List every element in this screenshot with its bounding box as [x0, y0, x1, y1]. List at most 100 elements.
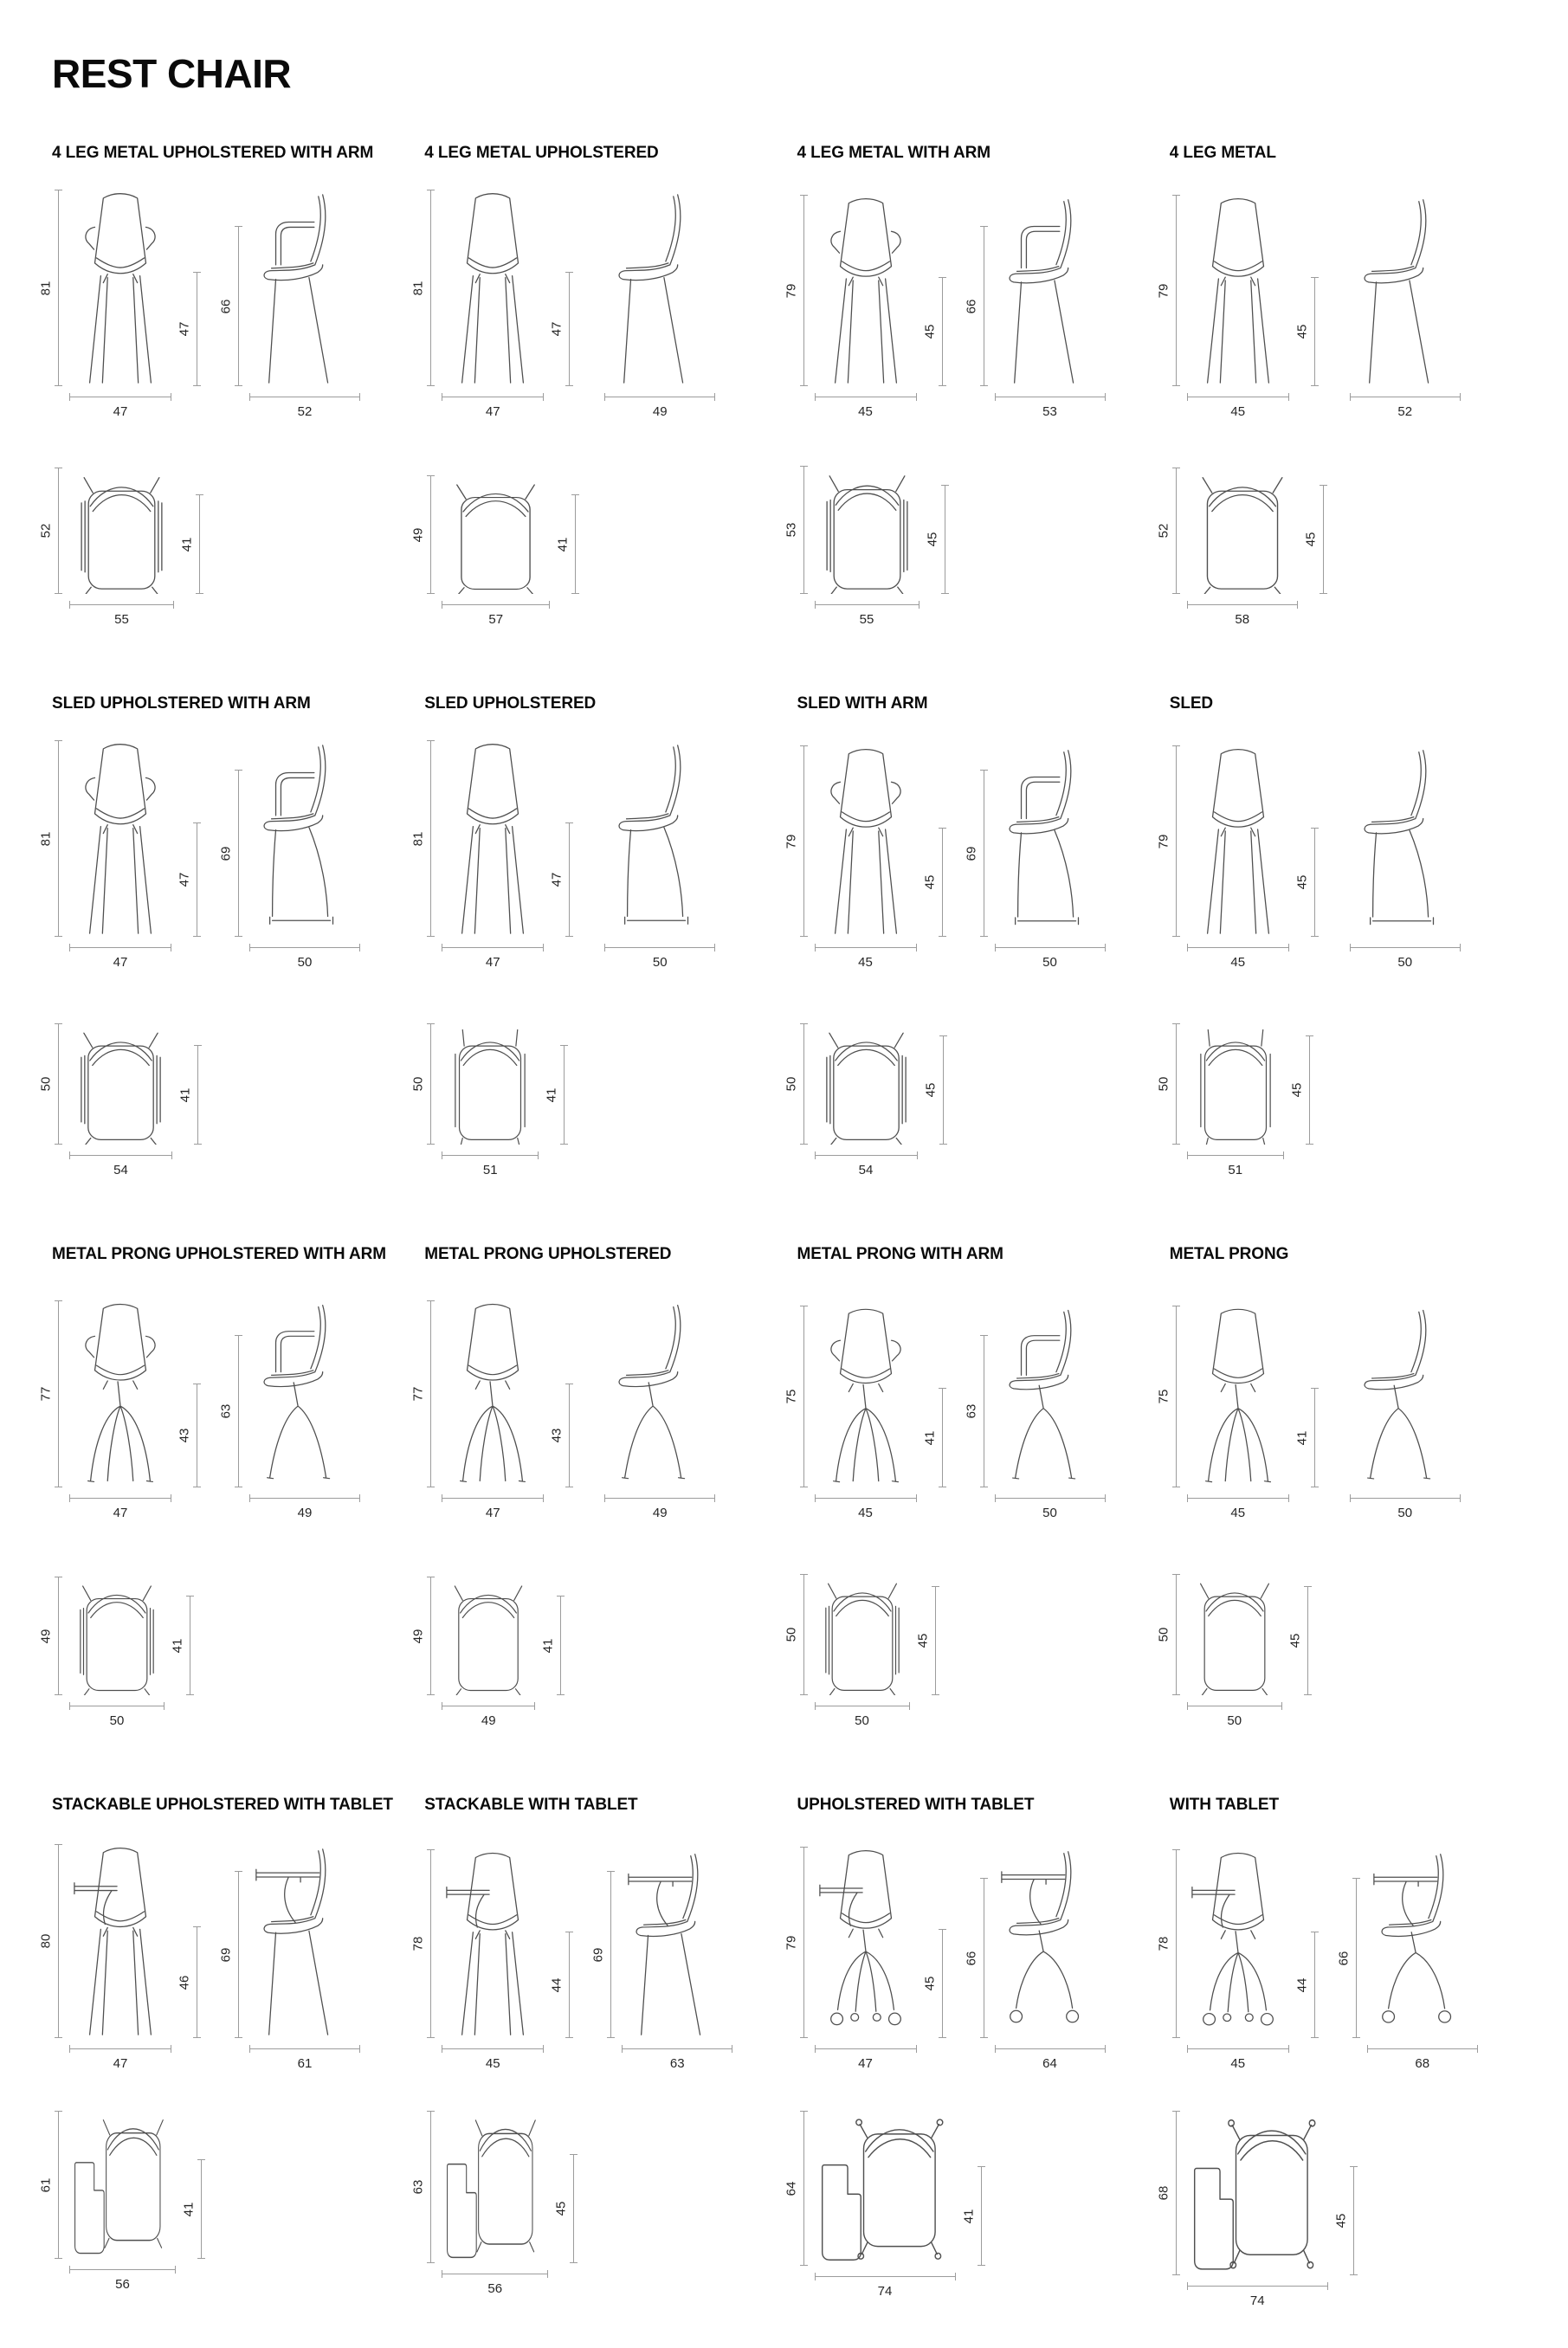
dim-top-width: 56: [442, 2270, 549, 2301]
dim-top-depth: 52: [39, 468, 64, 594]
dim-depth-value: 68: [1415, 2056, 1430, 2071]
side-view: 63 50: [964, 1306, 1106, 1526]
dim-seat-depth: 41: [182, 2159, 207, 2259]
front-art-column: 45: [814, 745, 917, 975]
dim-top-width: 74: [1186, 2282, 1328, 2313]
plan-view-row: 63 56 45: [411, 2111, 774, 2301]
side-view-drawing: [995, 1847, 1106, 2038]
front-view-drawing: [69, 1844, 171, 2038]
side-view: 63 49: [219, 1300, 360, 1526]
dim-overall-width: 45: [814, 393, 917, 424]
dim-depth-value: 52: [297, 404, 313, 419]
dim-overall-width: 47: [69, 944, 171, 975]
dim-seat-height: 47: [550, 822, 575, 937]
plan-view-row: 50 51 41: [411, 1010, 774, 1183]
dim-seat-height: 45: [1294, 828, 1320, 937]
dim-line: [938, 1388, 946, 1487]
dim-top-depth: 50: [411, 1023, 436, 1145]
top-view: 68 74 45: [1156, 2111, 1359, 2313]
dim-overall-height-value: 78: [1156, 1936, 1171, 1951]
front-art-column: 47: [442, 1300, 545, 1526]
dim-seat-depth: 45: [554, 2154, 579, 2263]
dim-line: [565, 822, 574, 937]
elevation-views: 75 45 41: [1156, 1287, 1520, 1526]
dim-line: [1171, 195, 1180, 386]
side-view-drawing: [249, 1300, 360, 1487]
dim-top-depth-value: 61: [38, 2177, 54, 2192]
side-view: 69 50: [219, 740, 360, 975]
dim-overall-height-value: 81: [38, 831, 54, 846]
dim-seat-height: 44: [1294, 1932, 1320, 2038]
dim-depth: 50: [994, 944, 1106, 975]
dim-top-depth-value: 53: [784, 522, 798, 538]
front-art-column: 45: [1186, 1306, 1289, 1526]
front-view: 78 45 44: [411, 1849, 575, 2076]
dim-overall-height: 81: [39, 190, 64, 386]
side-view-drawing: [995, 745, 1106, 937]
dim-seat-height: 41: [922, 1388, 948, 1487]
side-view-drawing: [249, 1844, 360, 2038]
dim-line: [814, 944, 917, 951]
dim-top-depth-value: 49: [38, 1629, 54, 1643]
dim-depth: 49: [604, 1494, 716, 1526]
top-view-drawing: [815, 466, 920, 594]
dim-seat-depth-value: 45: [553, 2201, 569, 2216]
dim-line: [570, 2154, 578, 2263]
top-view-drawing: [442, 1023, 539, 1145]
dim-seat-height-value: 41: [1294, 1430, 1310, 1445]
top-art-column: 50: [69, 1577, 165, 1733]
front-art-column: 45: [814, 195, 917, 424]
dim-seat-height-value: 43: [177, 1428, 192, 1443]
top-view: 63 56 45: [411, 2111, 579, 2301]
top-art-column: 49: [442, 1577, 536, 1733]
front-view: 79 45 45: [1156, 745, 1320, 975]
top-view: 50 51 45: [1156, 1023, 1315, 1183]
side-art-column: 52: [249, 190, 360, 424]
dim-seat-depth: 45: [923, 1035, 949, 1145]
dim-line: [196, 494, 203, 594]
top-art-column: 56: [69, 2111, 176, 2297]
dim-seat-height: 43: [177, 1384, 203, 1487]
side-view-drawing: [1350, 195, 1461, 386]
dim-overall-width: 47: [69, 393, 171, 424]
plan-view-row: 53 55 45: [784, 459, 1147, 632]
dim-top-width-value: 54: [858, 1163, 874, 1177]
dim-depth: 50: [1349, 1494, 1461, 1526]
dim-seat-height: 45: [1294, 277, 1320, 386]
section-title: METAL PRONG WITH ARM: [797, 1245, 1003, 1263]
side-view: 49: [604, 190, 716, 424]
top-view-drawing: [1187, 2111, 1328, 2275]
front-art-column: 45: [1186, 1849, 1289, 2076]
dim-depth-value: 50: [297, 955, 313, 970]
dim-top-width-value: 49: [481, 1713, 496, 1728]
dim-line: [249, 944, 360, 951]
dim-seat-depth: 45: [1333, 2166, 1359, 2275]
dim-line: [69, 2266, 176, 2274]
top-view-drawing: [1187, 1023, 1284, 1145]
dim-overall-height: 77: [411, 1300, 436, 1487]
chair-variant-section: METAL PRONG WITH ARM 75 45 41: [784, 1245, 1147, 1733]
dim-seat-depth-value: 41: [179, 537, 195, 552]
dim-line: [235, 226, 242, 386]
dim-seat-height-value: 44: [1294, 1977, 1310, 1992]
dim-line: [814, 1151, 918, 1159]
dim-seat-depth-value: 41: [170, 1638, 185, 1653]
dim-seat-height-value: 47: [549, 872, 565, 887]
dim-line: [814, 1494, 917, 1502]
side-art-column: 50: [994, 745, 1106, 975]
dim-top-depth-value: 63: [410, 2179, 426, 2195]
front-view: 77 47 43: [411, 1300, 575, 1526]
top-view-drawing: [1187, 468, 1298, 594]
chair-variant-section: METAL PRONG UPHOLSTERED 77 47 43: [411, 1245, 774, 1733]
top-view-drawing: [442, 2111, 548, 2263]
side-view: 69 63: [591, 1849, 733, 2076]
side-view: 66 64: [964, 1847, 1106, 2076]
dim-overall-width: 45: [442, 2045, 545, 2076]
dim-overall-height: 78: [411, 1849, 436, 2038]
dim-top-width-value: 51: [482, 1163, 498, 1177]
front-art-column: 45: [1186, 745, 1289, 975]
plan-view-row: 49 50 41: [39, 1560, 402, 1733]
top-view: 49 57 41: [411, 475, 581, 632]
dim-seat-depth-value: 41: [555, 537, 571, 552]
dim-depth-value: 49: [652, 1506, 668, 1520]
